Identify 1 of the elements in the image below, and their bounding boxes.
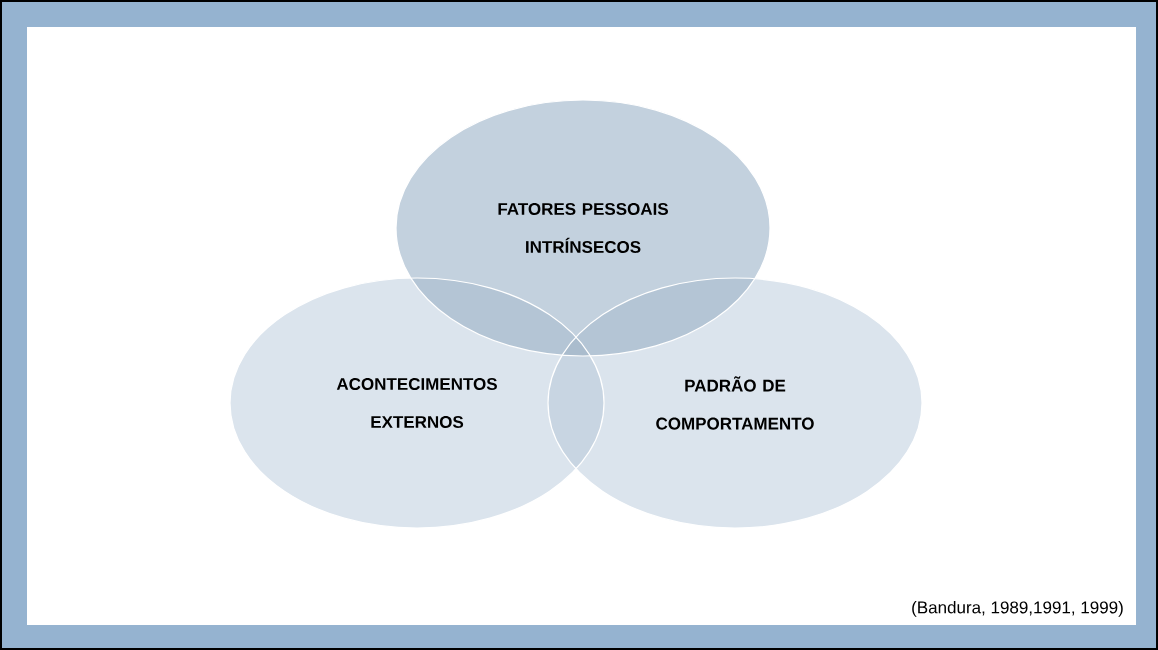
- citation: (Bandura, 1989,1991, 1999): [912, 601, 1123, 617]
